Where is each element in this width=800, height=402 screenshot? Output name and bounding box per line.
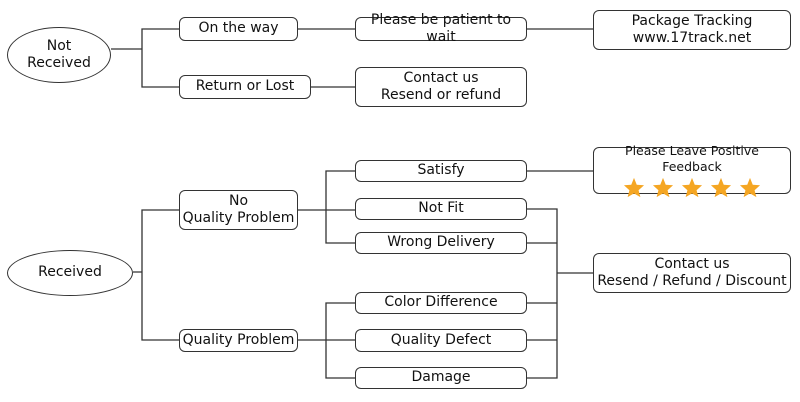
node-satisfy-label: Satisfy <box>417 162 465 179</box>
root-not-received-line1: Not <box>46 37 72 54</box>
node-color-difference: Color Difference <box>355 292 527 314</box>
node-quality-defect: Quality Defect <box>355 329 527 352</box>
node-positive-feedback: Please Leave Positive Feedback <box>593 143 791 198</box>
node-return-or-lost: Return or Lost <box>179 75 311 99</box>
node-contact2-line2: Resend / Refund / Discount <box>597 273 787 289</box>
node-satisfy: Satisfy <box>355 160 527 182</box>
node-return-or-lost-label: Return or Lost <box>195 78 295 95</box>
node-contact-line2: Resend or refund <box>380 87 502 103</box>
star-icon <box>623 178 645 198</box>
node-quality-problem-label: Quality Problem <box>182 331 295 348</box>
node-be-patient: Please be patient to wait <box>355 12 527 45</box>
node-no-quality-line1: No <box>228 192 249 209</box>
root-received-label: Received <box>38 264 102 281</box>
node-package-tracking: Package Tracking www.17track.net <box>593 10 791 50</box>
node-not-fit: Not Fit <box>355 198 527 220</box>
star-icon <box>681 178 703 198</box>
node-contact-resend-refund: Contact us Resend or refund <box>355 67 527 107</box>
star-icon <box>652 178 674 198</box>
node-quality-problem: Quality Problem <box>179 329 298 352</box>
root-received: Received <box>7 250 133 296</box>
star-icon <box>710 178 732 198</box>
node-color-difference-label: Color Difference <box>384 294 498 311</box>
node-be-patient-label: Please be patient to wait <box>370 11 512 46</box>
node-feedback-label: Please Leave Positive Feedback <box>625 142 759 174</box>
star-icon <box>739 178 761 198</box>
node-contact-line1: Contact us <box>403 69 479 86</box>
node-not-fit-label: Not Fit <box>418 200 464 217</box>
node-no-quality-line2: Quality Problem <box>182 210 295 226</box>
node-wrong-delivery: Wrong Delivery <box>355 232 527 254</box>
node-contact-resend-refund-discount: Contact us Resend / Refund / Discount <box>593 253 791 293</box>
node-damage-label: Damage <box>411 369 471 386</box>
node-on-the-way: On the way <box>179 17 298 41</box>
node-wrong-delivery-label: Wrong Delivery <box>387 234 495 251</box>
node-package-tracking-line1: Package Tracking <box>631 12 753 29</box>
node-on-the-way-label: On the way <box>198 20 279 37</box>
root-not-received-line2: Received <box>27 55 91 71</box>
node-damage: Damage <box>355 367 527 389</box>
star-rating <box>623 177 761 198</box>
node-contact2-line1: Contact us <box>654 255 730 272</box>
node-quality-defect-label: Quality Defect <box>390 331 492 348</box>
node-package-tracking-line2: www.17track.net <box>632 30 752 46</box>
node-no-quality-problem: No Quality Problem <box>179 190 298 230</box>
root-not-received: Not Received <box>7 27 111 83</box>
